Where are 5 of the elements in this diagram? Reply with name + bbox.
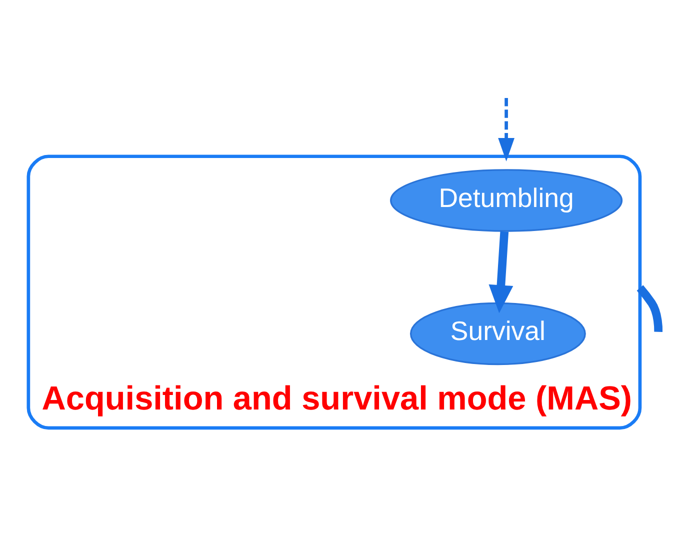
node-ellipse: Survival [410, 302, 586, 365]
node-ellipse: Detumbling [390, 168, 623, 232]
connector [636, 284, 663, 332]
arrow [498, 97, 514, 161]
arrow [488, 230, 514, 313]
